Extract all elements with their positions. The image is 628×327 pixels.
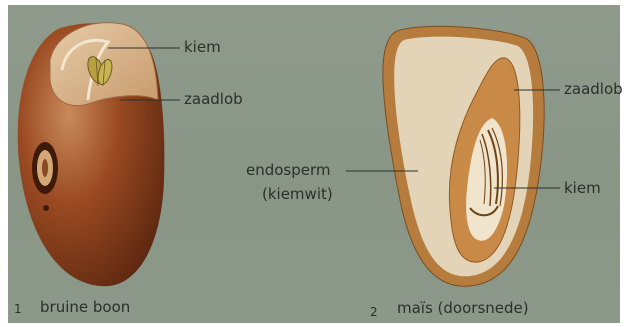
maize-endosperm-sublabel: (kiemwit) xyxy=(262,186,333,203)
figure2-caption: maïs (doorsnede) xyxy=(397,300,529,317)
maize-zaadlob-label: zaadlob xyxy=(564,81,623,98)
maize-kiem-label: kiem xyxy=(564,180,601,197)
figure1-caption: bruine boon xyxy=(40,299,130,316)
maize-endosperm-label: endosperm xyxy=(246,162,331,179)
bean-kiem-label: kiem xyxy=(184,39,221,56)
figure2-number: 2 xyxy=(370,305,378,319)
maize-illustration xyxy=(346,26,560,286)
bean-zaadlob-label: zaadlob xyxy=(184,91,243,108)
figure1-number: 1 xyxy=(14,302,22,316)
bean-illustration xyxy=(18,23,180,287)
